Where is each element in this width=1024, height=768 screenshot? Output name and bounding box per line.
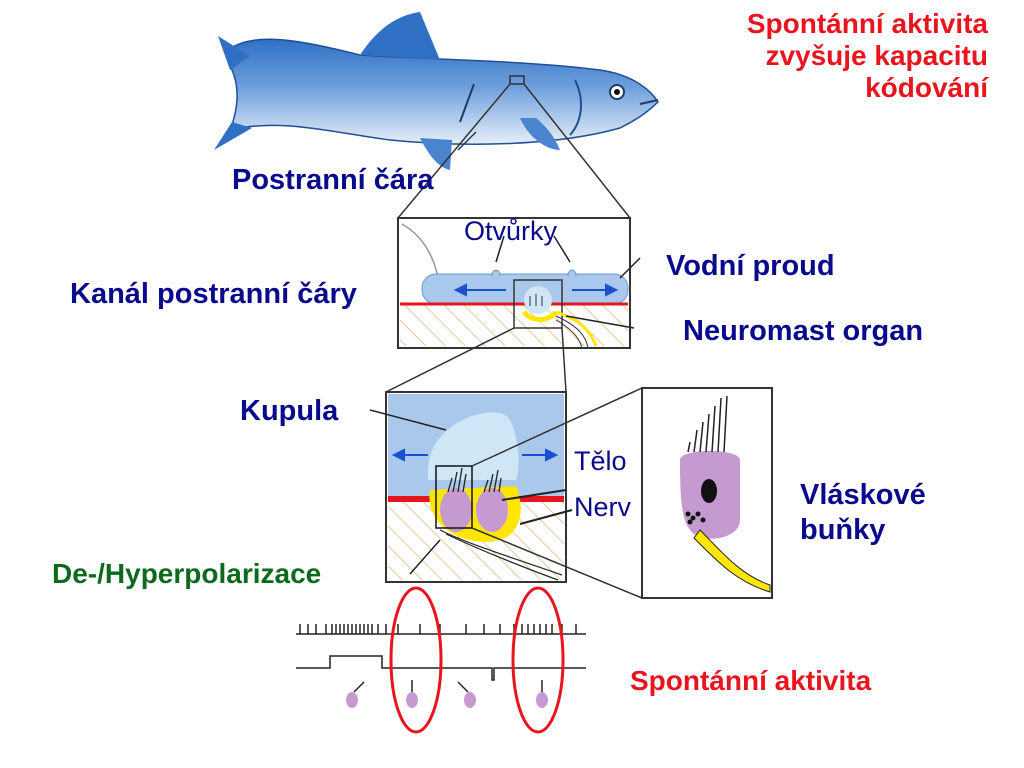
title-line-2: zvyšuje kapacitu — [765, 40, 988, 72]
highlight-ellipse-2 — [511, 586, 565, 734]
canal-pore-left — [491, 269, 501, 277]
fish-pectoral-fin — [520, 118, 560, 150]
title-line-3: kódování — [865, 72, 988, 104]
canal-pore-right — [567, 269, 577, 277]
fish-gill — [569, 79, 582, 136]
label-depolarizace: De-/Hyperpolarizace — [52, 558, 322, 589]
fish-lateral-line-stripe — [459, 83, 475, 123]
cupula — [428, 412, 519, 480]
flow-arrow-right — [572, 283, 619, 297]
label-vlaskove-2: buňky — [800, 513, 886, 546]
label-kupula: Kupula — [240, 395, 339, 427]
hair-cell-panel — [641, 387, 773, 599]
fish-illustration — [214, 12, 659, 170]
label-kanal: Kanál postranní čáry — [70, 278, 357, 310]
label-vlaskove-bunky: Vláskové buňky — [800, 478, 926, 548]
canal-panel — [397, 217, 631, 349]
label-telo: Tělo — [574, 446, 627, 476]
label-spontanni-aktivita: Spontánní aktivita — [630, 665, 872, 696]
hair-cell-left — [440, 488, 472, 532]
title-block: Spontánní aktivita zvyšuje kapacitu kódo… — [747, 8, 988, 105]
label-otvurky: Otvůrky — [464, 216, 558, 246]
flow-arrow-left — [453, 283, 506, 297]
label-postranni-cara: Postranní čára — [232, 164, 434, 196]
mini-hair-cells — [346, 680, 548, 708]
label-nerv: Nerv — [574, 492, 632, 522]
potential-trace — [296, 655, 586, 681]
fish-dorsal-fin — [360, 12, 440, 60]
neuromast-panel — [385, 391, 567, 583]
fish-tail — [214, 36, 252, 150]
zoom-source-box — [509, 75, 525, 85]
neuromast-zoom-box — [513, 279, 563, 329]
highlight-ellipse-1 — [389, 586, 443, 734]
flow-arrow-right-2 — [522, 448, 559, 462]
label-neuromast: Neuromast organ — [683, 315, 924, 347]
fish-body — [225, 38, 659, 145]
label-vlaskove-1: Vláskové — [800, 479, 926, 511]
label-vodni-proud: Vodní proud — [666, 250, 835, 282]
hair-cell-right — [476, 488, 508, 532]
hair-cell-nerve — [693, 529, 771, 593]
title-line-1: Spontánní aktivita — [746, 8, 988, 39]
hair-cell-zoom-box — [435, 465, 473, 529]
flow-arrow-left-2 — [391, 448, 428, 462]
